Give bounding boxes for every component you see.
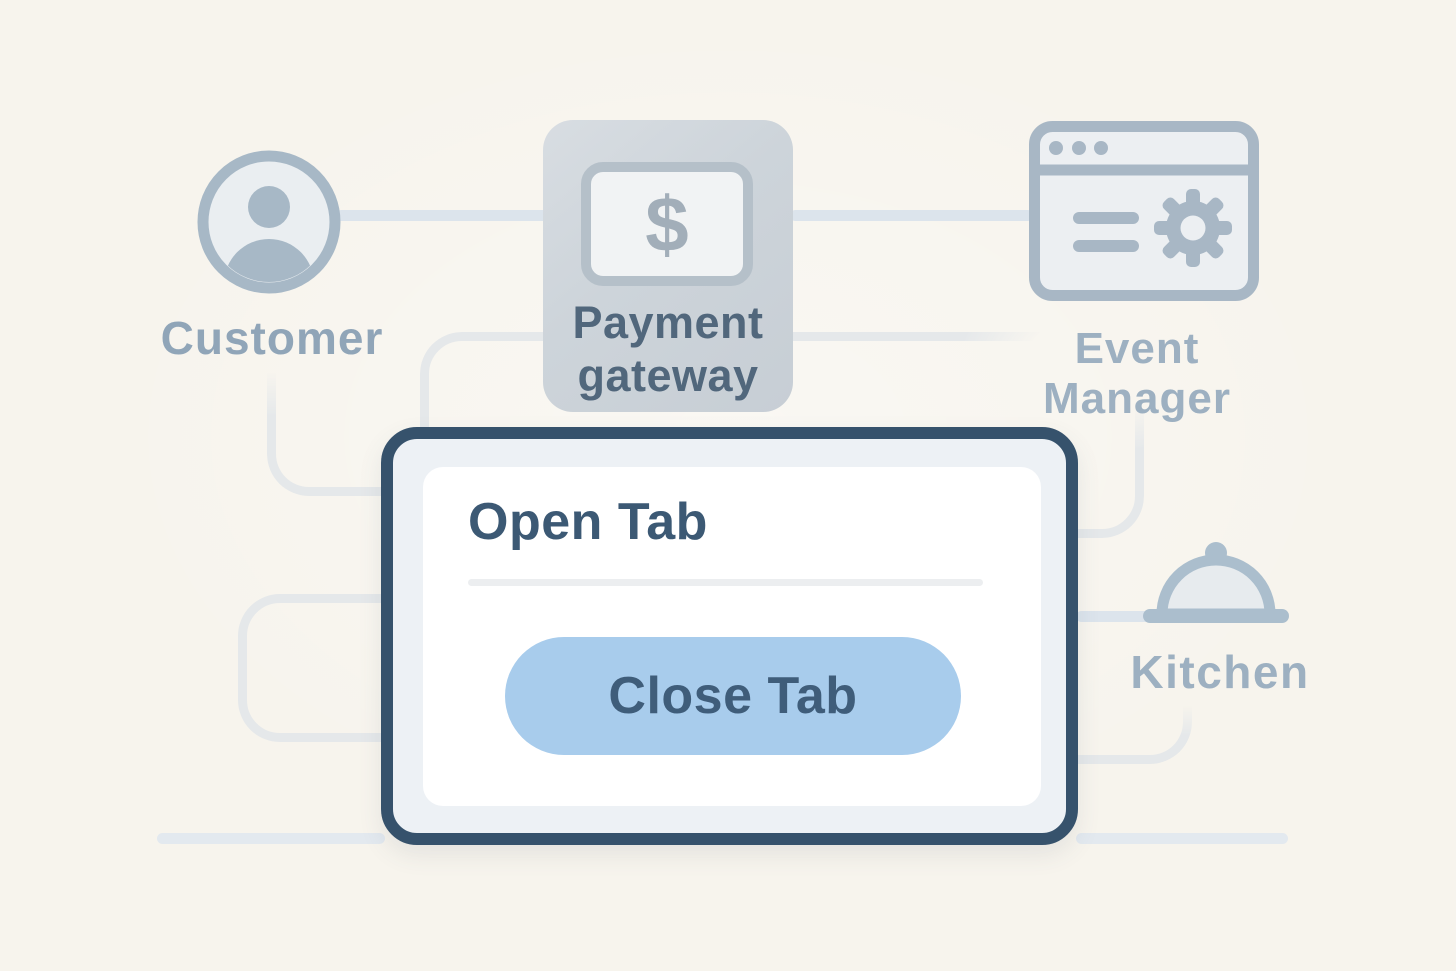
open-tab-modal: Open Tab Close Tab (381, 427, 1078, 845)
gear-icon (1154, 189, 1232, 267)
window-dots-icon (1049, 141, 1108, 155)
node-event-manager (1028, 120, 1260, 302)
node-payment-gateway: $ Payment gateway (543, 120, 793, 412)
payment-gateway-label-line2: gateway (577, 350, 759, 402)
modal-title: Open Tab (468, 493, 708, 551)
close-tab-button[interactable]: Close Tab (505, 637, 961, 755)
baseline-left (157, 833, 385, 844)
event-manager-label: Event Manager (1017, 324, 1257, 424)
payment-gateway-label-line1: Payment (572, 297, 764, 348)
dollar-symbol: $ (645, 180, 689, 268)
dollar-card-icon: $ (581, 162, 753, 286)
event-manager-label-line1: Event (1074, 324, 1200, 373)
node-customer (197, 150, 341, 294)
modal-panel: Open Tab Close Tab (423, 467, 1041, 806)
modal-divider (468, 579, 983, 586)
user-icon (197, 150, 341, 294)
connector-modal-kitchen (1076, 611, 1154, 622)
event-manager-label-line2: Manager (1043, 374, 1231, 424)
cloche-icon (1143, 542, 1289, 623)
node-kitchen (1141, 538, 1291, 632)
browser-window-icon (1029, 121, 1259, 301)
connector-customer-gateway (336, 210, 548, 221)
menu-lines-icon (1073, 212, 1139, 252)
payment-gateway-label: Payment gateway (543, 296, 793, 402)
customer-label: Customer (160, 312, 384, 364)
connector-modal-bottom-right (1076, 706, 1192, 764)
baseline-right (1076, 833, 1288, 844)
connector-gateway-event-manager (790, 210, 1033, 221)
kitchen-label: Kitchen (1130, 646, 1310, 698)
connector-customer-down (267, 372, 432, 496)
